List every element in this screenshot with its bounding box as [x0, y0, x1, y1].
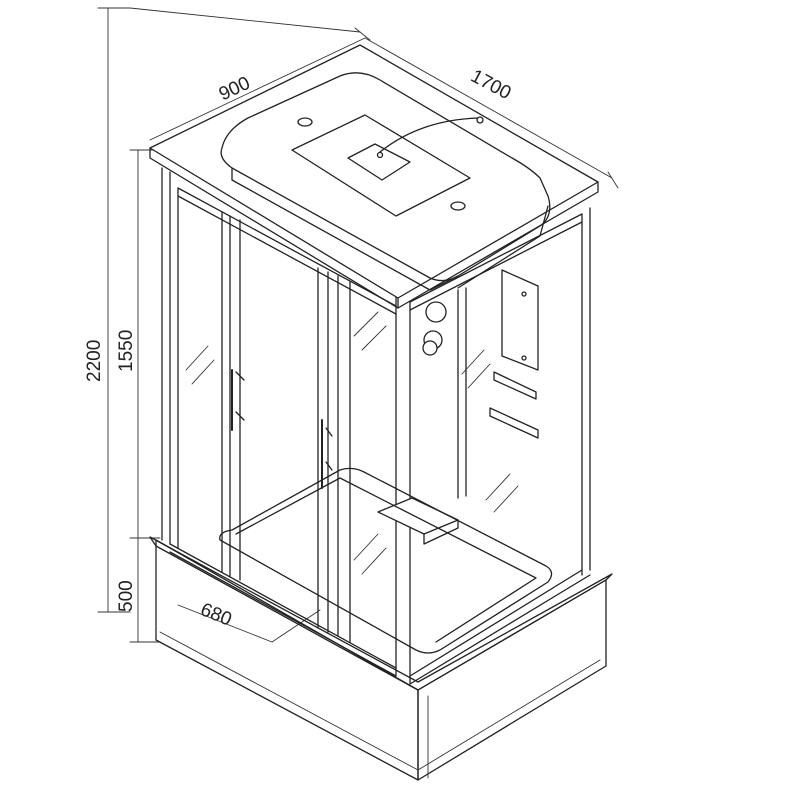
- label-tray-height-500: 500: [116, 580, 137, 612]
- dimension-lines: [97, 7, 619, 643]
- label-total-height-2200: 2200: [84, 340, 105, 382]
- label-door-width-680: 680: [197, 599, 234, 630]
- label-width-1700: 1700: [467, 66, 514, 104]
- rear-wall-panel: [377, 269, 539, 545]
- cabin-frame: [161, 167, 591, 685]
- sliding-glass-doors: [177, 187, 583, 654]
- cabin-roof: [149, 44, 599, 309]
- shower-tray-base: [149, 536, 613, 781]
- label-cabin-height-1550: 1550: [116, 330, 137, 372]
